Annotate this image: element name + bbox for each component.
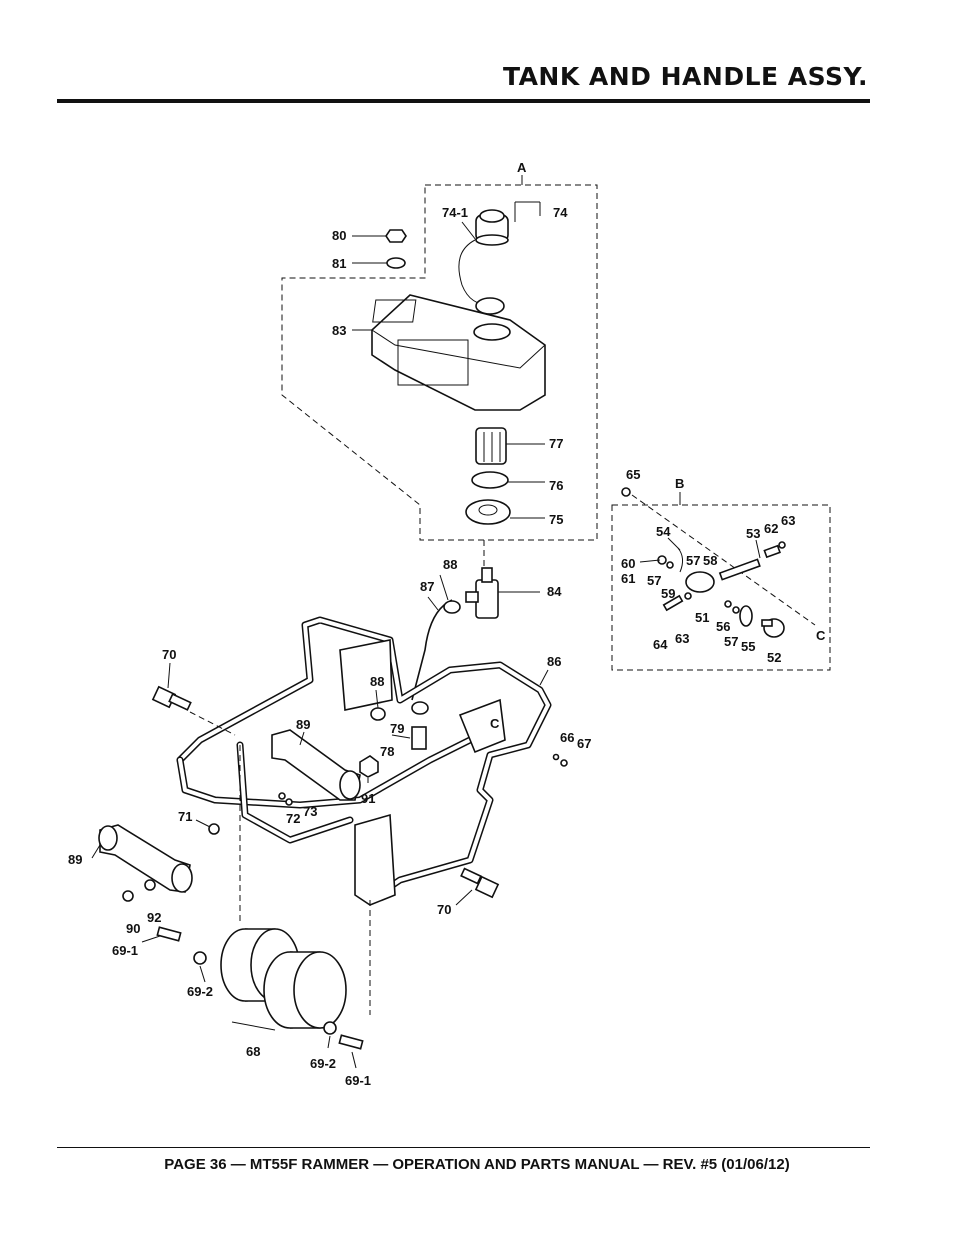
detail-letter-c-left: C xyxy=(490,716,500,731)
part-label: 71 xyxy=(178,809,192,824)
part-label: 57 xyxy=(724,634,738,649)
part-label: 61 xyxy=(621,571,635,586)
part-label: 89 xyxy=(296,717,310,732)
part-label: 70 xyxy=(437,902,451,917)
part-label: 55 xyxy=(741,639,755,654)
part-label: 83 xyxy=(332,323,346,338)
detail-letter-b: B xyxy=(675,476,684,491)
handle-frame-part xyxy=(176,616,552,906)
part-label: 70 xyxy=(162,647,176,662)
part-label: 89 xyxy=(68,852,82,867)
part-label: 56 xyxy=(716,619,730,634)
part-labels: 74-1 74 80 81 83 77 76 75 88 87 84 70 86… xyxy=(68,205,795,1088)
page-footer: PAGE 36 — MT55F RAMMER — OPERATION AND P… xyxy=(164,1156,790,1173)
grip-upper-part xyxy=(271,729,361,801)
part-label: 60 xyxy=(621,556,635,571)
part-label: 69-2 xyxy=(187,984,213,999)
part-label: 80 xyxy=(332,228,346,243)
part-label: 57 xyxy=(647,573,661,588)
part-label: 86 xyxy=(547,654,561,669)
header-rule xyxy=(57,99,870,103)
part-label: 54 xyxy=(656,524,671,539)
part-label: 68 xyxy=(246,1044,260,1059)
part-label: 75 xyxy=(549,512,563,527)
part-label: 69-1 xyxy=(112,943,138,958)
grip-lower-part xyxy=(98,824,193,893)
fuel-tank-part xyxy=(352,294,546,411)
part-label: 84 xyxy=(547,584,562,599)
part-label: 57 xyxy=(686,553,700,568)
part-label: 88 xyxy=(443,557,457,572)
part-label: 53 xyxy=(746,526,760,541)
counterweight-parts xyxy=(156,745,371,1050)
part-label: 65 xyxy=(626,467,640,482)
fuel-cap-part xyxy=(458,209,509,315)
detail-box-b: B C xyxy=(611,476,831,671)
detail-letter-c-right: C xyxy=(816,628,826,643)
fuel-filter-parts xyxy=(465,427,545,525)
part-label: 88 xyxy=(370,674,384,689)
part-label: 51 xyxy=(695,610,709,625)
part-label: 52 xyxy=(767,650,781,665)
part-label: 73 xyxy=(303,804,317,819)
throttle-detail-parts xyxy=(621,487,786,638)
leader-lines xyxy=(91,201,761,1069)
part-label: 90 xyxy=(126,921,140,936)
small-hardware-parts xyxy=(122,701,568,902)
part-label: 78 xyxy=(380,744,394,759)
detail-box-a: A xyxy=(281,160,598,541)
part-label: 87 xyxy=(420,579,434,594)
part-label: 77 xyxy=(549,436,563,451)
part-label: 79 xyxy=(390,721,404,736)
page-title: TANK AND HANDLE ASSY. xyxy=(502,62,868,91)
part-label: 74 xyxy=(553,205,568,220)
part-label: 63 xyxy=(675,631,689,646)
part-label: 59 xyxy=(661,586,675,601)
fuel-cock-part xyxy=(411,540,540,701)
part-label: 74-1 xyxy=(442,205,468,220)
part-label: 66 xyxy=(560,730,574,745)
part-label: 69-2 xyxy=(310,1056,336,1071)
part-label: 91 xyxy=(361,791,375,806)
part-label: 64 xyxy=(653,637,668,652)
part-label: 81 xyxy=(332,256,346,271)
footer-rule xyxy=(57,1147,870,1148)
detail-letter-a: A xyxy=(517,160,527,175)
part-label: 67 xyxy=(577,736,591,751)
part-label: 62 xyxy=(764,521,778,536)
part-label: 76 xyxy=(549,478,563,493)
part-label: 58 xyxy=(703,553,717,568)
part-label: 72 xyxy=(286,811,300,826)
part-label: 69-1 xyxy=(345,1073,371,1088)
part-label: 92 xyxy=(147,910,161,925)
nut-washer-parts xyxy=(352,229,407,269)
part-label: 63 xyxy=(781,513,795,528)
bolt-parts xyxy=(151,685,500,899)
